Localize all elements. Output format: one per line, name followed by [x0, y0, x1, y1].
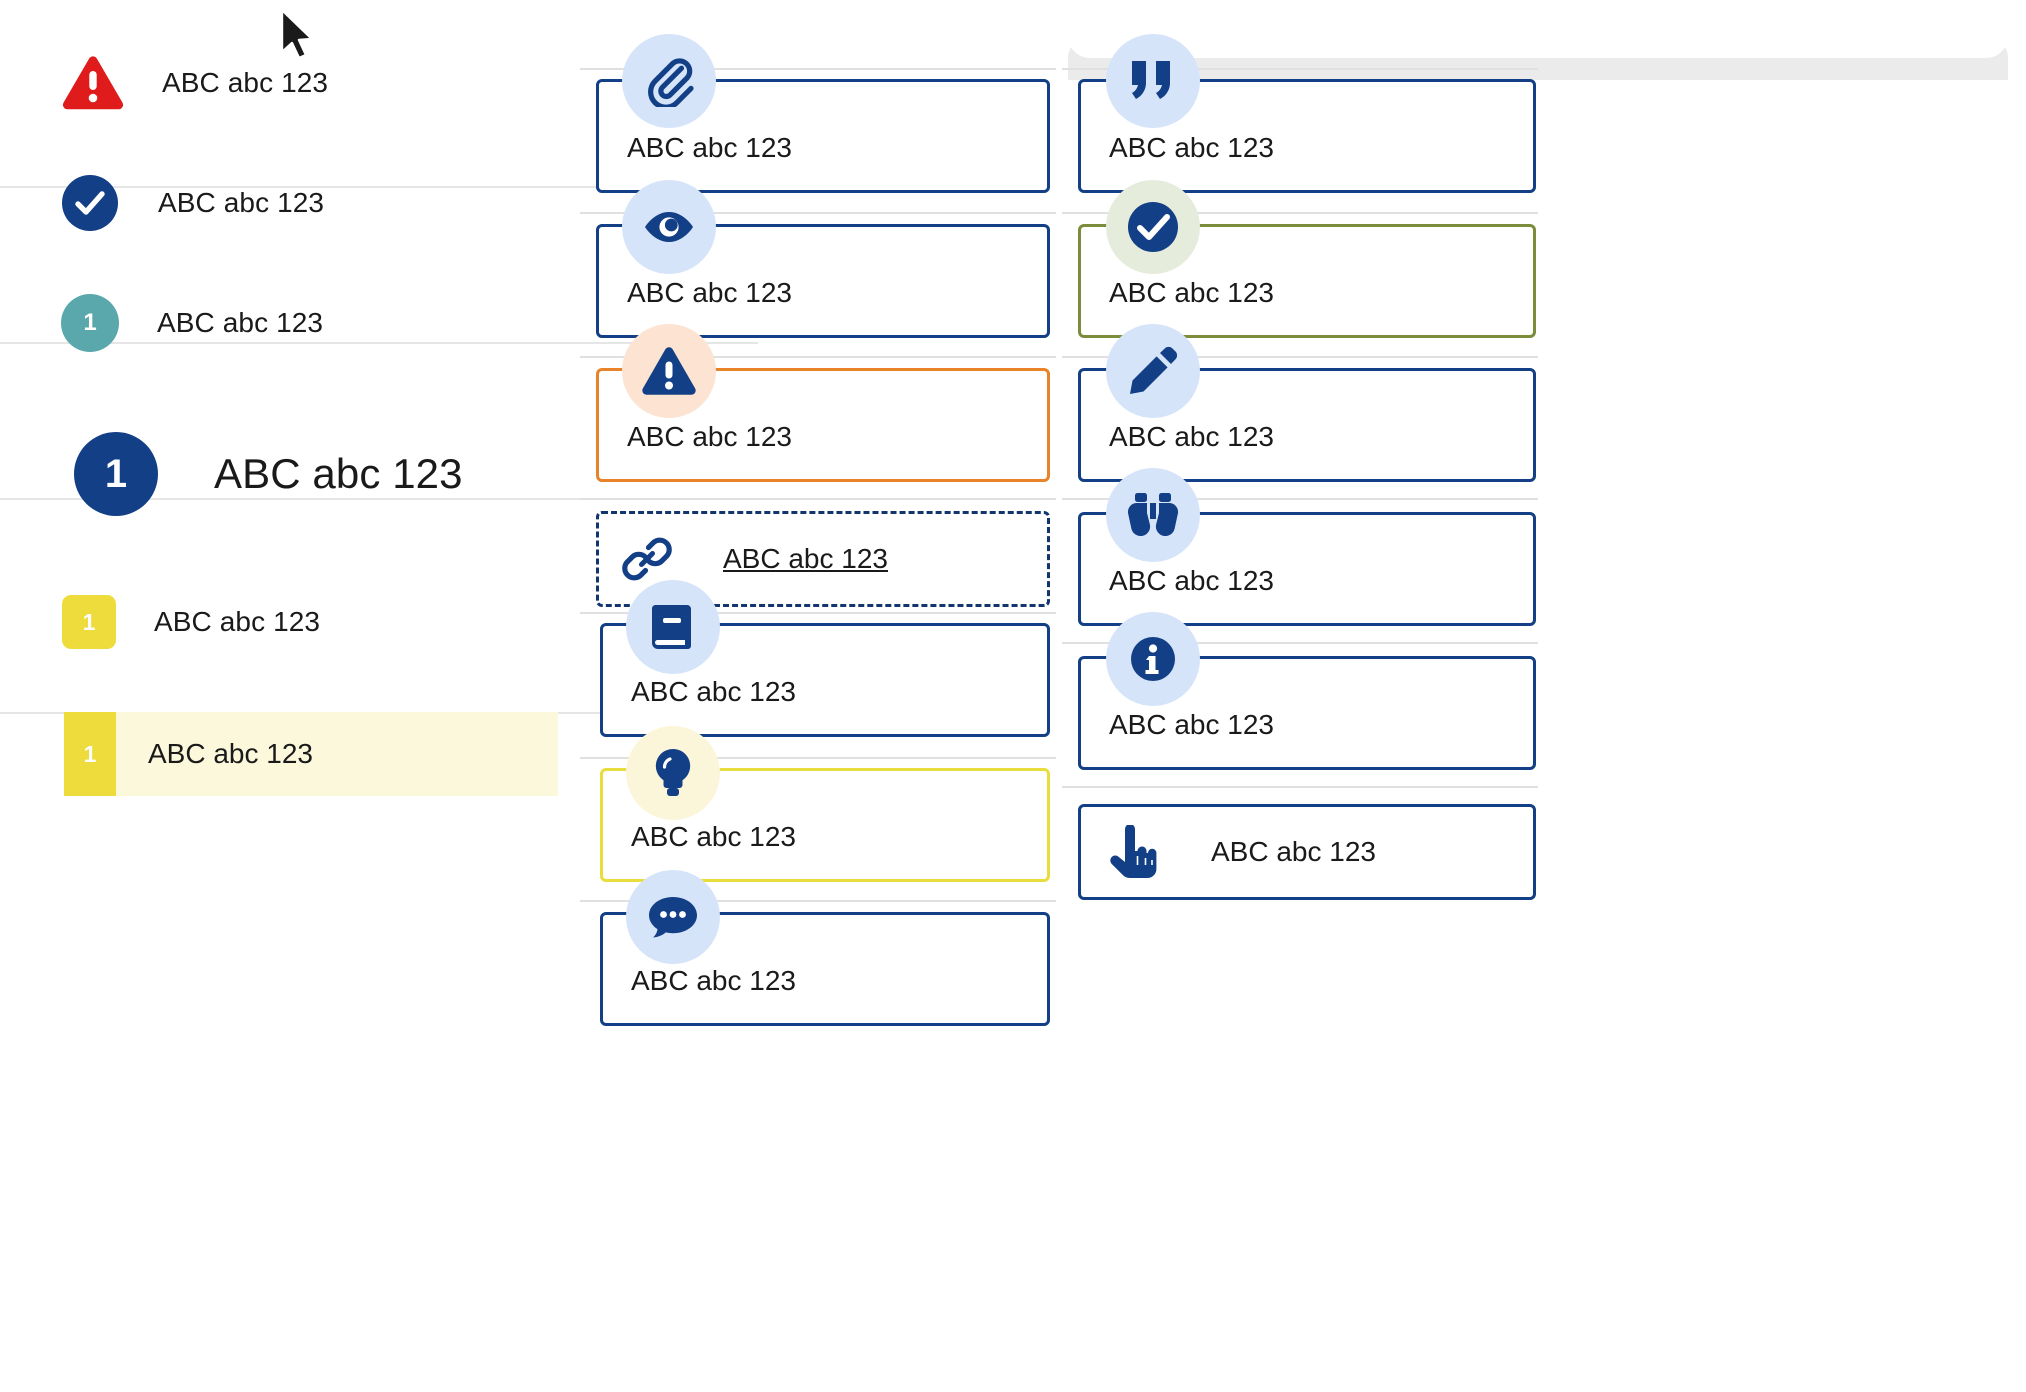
pencil-icon — [1106, 324, 1200, 418]
list-item-yellow-number[interactable]: 1 ABC abc 123 — [62, 595, 320, 649]
background-panel-inner — [1068, 36, 2008, 58]
binoculars-icon — [1106, 468, 1200, 562]
grid-line — [580, 68, 1056, 70]
grid-line — [580, 612, 1056, 614]
check-circle-icon — [1106, 180, 1200, 274]
left-list: ABC abc 123 ABC abc 123 1 ABC abc 123 1 … — [0, 0, 758, 1392]
list-item-selected[interactable]: 1 ABC abc 123 — [64, 712, 558, 796]
card-quote[interactable]: ABC abc 123 — [1078, 79, 1536, 193]
divider — [0, 342, 758, 344]
lightbulb-icon — [626, 726, 720, 820]
number-badge: 1 — [61, 294, 119, 352]
grid-line — [1062, 786, 1538, 788]
pointing-hand-icon — [1107, 825, 1157, 879]
card-label: ABC abc 123 — [631, 676, 796, 707]
number-badge-square: 1 — [62, 595, 116, 649]
grid-line — [580, 900, 1056, 902]
card-label: ABC abc 123 — [631, 965, 796, 996]
card-info[interactable]: ABC abc 123 — [1078, 656, 1536, 770]
card-label: ABC abc 123 — [627, 421, 792, 452]
comment-icon — [626, 870, 720, 964]
card-label: ABC abc 123 — [1109, 277, 1274, 308]
list-item-label: ABC abc 123 — [148, 738, 313, 769]
book-icon — [626, 580, 720, 674]
grid-line — [580, 757, 1056, 759]
info-circle-icon — [1106, 612, 1200, 706]
divider — [0, 498, 758, 500]
list-item-label: ABC abc 123 — [214, 450, 463, 497]
paperclip-icon — [622, 34, 716, 128]
list-item-warning[interactable]: ABC abc 123 — [62, 55, 328, 111]
grid-line — [580, 356, 1056, 358]
grid-line — [1062, 498, 1538, 500]
eye-icon — [622, 180, 716, 274]
card-pointing-hand[interactable]: ABC abc 123 — [1078, 804, 1536, 900]
grid-line — [1062, 356, 1538, 358]
number-badge-large: 1 — [74, 432, 158, 516]
divider — [0, 186, 758, 188]
number-badge-value: 1 — [104, 451, 128, 496]
grid-line — [580, 498, 1056, 500]
grid-line — [1062, 212, 1538, 214]
list-item-label: ABC abc 123 — [157, 307, 324, 338]
card-pencil[interactable]: ABC abc 123 — [1078, 368, 1536, 482]
card-label: ABC abc 123 — [1109, 709, 1274, 740]
card-label: ABC abc 123 — [627, 132, 792, 163]
link-icon — [621, 533, 673, 585]
card-link-label[interactable]: ABC abc 123 — [723, 543, 888, 574]
card-comment[interactable]: ABC abc 123 — [600, 912, 1050, 1026]
card-label: ABC abc 123 — [1211, 836, 1376, 867]
grid-line — [580, 212, 1056, 214]
quote-icon — [1106, 34, 1200, 128]
list-item-label: ABC abc 123 — [162, 67, 329, 98]
card-label: ABC abc 123 — [1109, 565, 1274, 596]
card-label: ABC abc 123 — [631, 821, 796, 852]
list-item-check[interactable]: ABC abc 123 — [62, 175, 324, 231]
grid-line — [1062, 642, 1538, 644]
card-warning[interactable]: ABC abc 123 — [596, 368, 1050, 482]
card-label: ABC abc 123 — [1109, 421, 1274, 452]
card-label: ABC abc 123 — [627, 277, 792, 308]
list-item-label: ABC abc 123 — [158, 187, 325, 218]
list-item-label: ABC abc 123 — [154, 606, 321, 637]
warning-triangle-icon — [62, 55, 124, 111]
card-binoculars[interactable]: ABC abc 123 — [1078, 512, 1536, 626]
check-circle-icon — [62, 175, 118, 231]
list-item-primary-number[interactable]: 1 ABC abc 123 — [74, 432, 463, 516]
number-badge-value: 1 — [82, 608, 96, 635]
grid-line — [1062, 68, 1538, 70]
warning-triangle-icon — [622, 324, 716, 418]
number-badge-value: 1 — [83, 740, 97, 767]
number-badge-flat: 1 — [64, 712, 116, 796]
card-label: ABC abc 123 — [1109, 132, 1274, 163]
number-badge-value: 1 — [83, 309, 97, 336]
list-item-teal-number[interactable]: 1 ABC abc 123 — [61, 294, 323, 352]
